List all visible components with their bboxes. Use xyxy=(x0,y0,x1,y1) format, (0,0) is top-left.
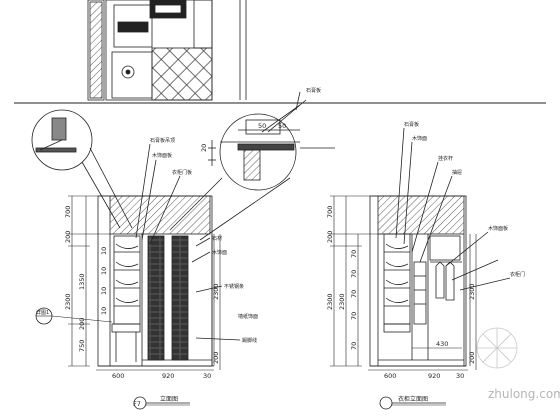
left-dim-lines xyxy=(68,195,221,371)
left-dim-s-0: 10 xyxy=(100,247,108,255)
left-dim-b-0: 600 xyxy=(112,372,124,380)
left-dim-s-1: 10 xyxy=(100,267,108,275)
left-label-6: 墙纸饰面 xyxy=(238,313,258,320)
right-dim-b-0: 600 xyxy=(384,372,396,380)
detail-mark: F7 xyxy=(133,400,141,408)
right-elevation xyxy=(369,127,511,367)
left-dim-s-3: 10 xyxy=(100,307,108,315)
right-dim-h-2: 2300 xyxy=(326,293,334,310)
left-label-7: 踢脚线 xyxy=(242,337,257,344)
right-dim-b-2: 30 xyxy=(456,372,464,380)
plan-fragment xyxy=(14,0,546,104)
left-label-3: 石材 xyxy=(212,235,222,242)
left-title-block xyxy=(133,396,190,410)
right-dim-i-1: 70 xyxy=(350,270,358,278)
left-title: 立面图 xyxy=(160,395,178,403)
right-label-4: 木饰面板 xyxy=(488,225,508,232)
right-dim-lines xyxy=(330,195,477,371)
right-dim-r-1: 200 xyxy=(468,352,476,364)
right-dim-i-0: 70 xyxy=(350,250,358,258)
left-label-5: 不锈钢条 xyxy=(224,283,244,290)
left-label-4: 木饰面 xyxy=(212,249,227,256)
left-dim-b-2: 30 xyxy=(203,372,211,380)
right-title-block xyxy=(379,396,446,410)
callout-label: 详图1 xyxy=(36,309,49,316)
right-label-2: 挂衣杆 xyxy=(438,155,453,162)
right-dim-inner-bottom: 430 xyxy=(436,340,448,348)
section-label: 石膏板 xyxy=(306,87,321,94)
left-dim-h-2: 1350 xyxy=(78,273,86,290)
left-label-1: 木饰面板 xyxy=(152,152,172,159)
right-dim-h-3: 2300 xyxy=(338,293,346,310)
right-dim-i-2: 70 xyxy=(350,290,358,298)
right-label-5: 衣柜门 xyxy=(510,271,525,278)
right-label-0: 石膏板 xyxy=(404,121,419,128)
section-dim-3: 20 xyxy=(200,144,208,152)
left-dim-r-0: 2300 xyxy=(212,283,220,300)
right-dim-h-1: 200 xyxy=(326,231,334,243)
right-title: 衣柜立面图 xyxy=(398,395,428,403)
right-dim-b-1: 920 xyxy=(428,372,440,380)
section-dim-1: 50 xyxy=(258,122,266,130)
watermark-logo xyxy=(476,327,518,369)
right-label-1: 木饰面 xyxy=(412,135,427,142)
right-dim-i-3: 70 xyxy=(350,312,358,320)
right-dim-i-4: 70 xyxy=(350,342,358,350)
section-dim-2: 50 xyxy=(278,122,286,130)
left-dim-s-2: 10 xyxy=(100,287,108,295)
callout-detail-1 xyxy=(35,307,113,325)
watermark-text: zhulong.com xyxy=(488,387,560,401)
left-dim-h-1: 200 xyxy=(64,231,72,243)
left-dim-h-0: 700 xyxy=(64,206,72,218)
right-label-3: 抽屉 xyxy=(452,169,462,176)
left-dim-h-3: 200 xyxy=(78,318,86,330)
left-dim-h-4: 2300 xyxy=(64,293,72,310)
right-dim-r-0: 2300 xyxy=(468,283,476,300)
left-label-0: 石膏板吊顶 xyxy=(150,137,175,144)
left-dim-b-1: 920 xyxy=(162,372,174,380)
left-label-2: 衣柜门板 xyxy=(172,169,192,176)
left-dim-r-1: 200 xyxy=(212,352,220,364)
left-elevation xyxy=(97,143,241,367)
left-dim-h-5: 750 xyxy=(78,340,86,352)
right-dim-h-0: 700 xyxy=(326,206,334,218)
